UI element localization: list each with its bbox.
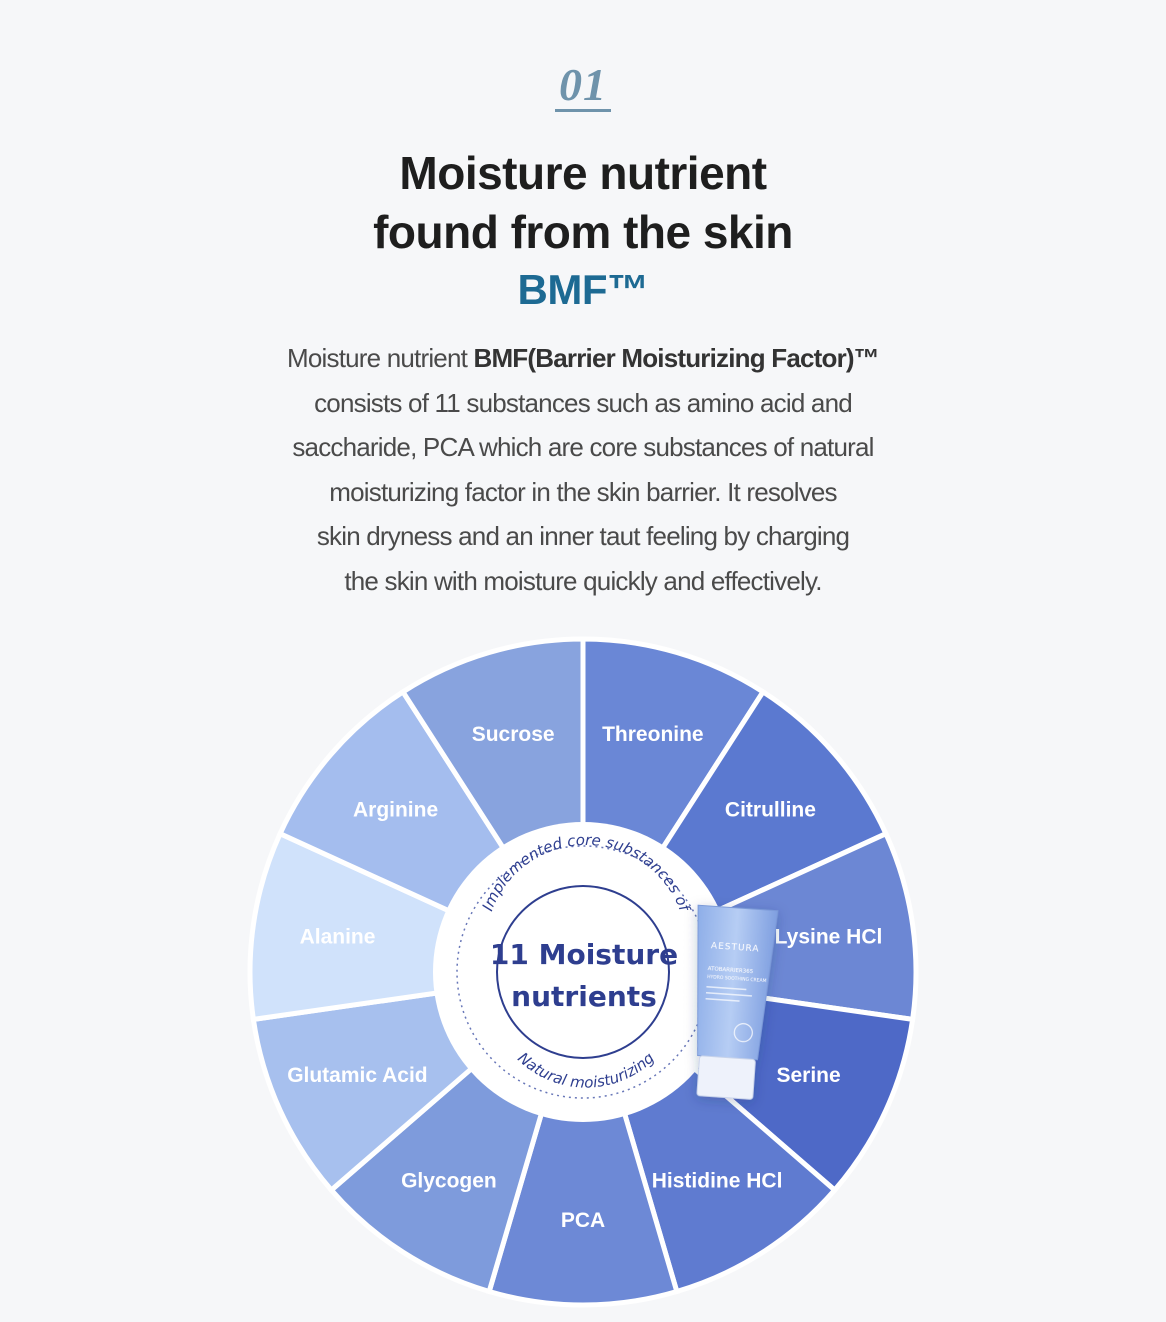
center-title-line-2: nutrients xyxy=(511,980,657,1013)
headline: Moisture nutrient found from the skin xyxy=(0,144,1166,262)
wheel-segment-pca xyxy=(486,963,680,1308)
section-number-text: 01 xyxy=(555,62,611,112)
description-prefix: Moisture nutrient xyxy=(287,343,474,373)
tube-body xyxy=(697,904,779,1061)
wheel-label-glycogen: Glycogen xyxy=(401,1170,497,1193)
product-tube-image: AESTURA ATOBARRIER365 HYDRO SOOTHING CRE… xyxy=(696,904,779,1100)
section-number: 01 xyxy=(0,58,1166,112)
wheel-label-arginine: Arginine xyxy=(353,799,438,822)
center-ring-inner xyxy=(496,885,670,1059)
tube-cap xyxy=(696,1055,756,1100)
wheel-label-pca: PCA xyxy=(561,1209,605,1232)
tube-label-line xyxy=(705,991,752,997)
description-line-6: the skin with moisture quickly and effec… xyxy=(344,565,822,596)
description-line-2: consists of 11 substances such as amino … xyxy=(314,387,853,418)
description-line-3: saccharide, PCA which are core substance… xyxy=(292,432,874,462)
tube-brand-text: AESTURA xyxy=(711,941,760,954)
description-line-5: skin dryness and an inner taut feeling b… xyxy=(316,521,850,551)
description-line-1: Moisture nutrient BMF(Barrier Moisturizi… xyxy=(200,336,966,381)
wheel-label-serine: Serine xyxy=(776,1064,840,1087)
headline-line-1: Moisture nutrient xyxy=(399,147,767,199)
wheel-label-citrulline: Citrulline xyxy=(725,799,816,822)
tube-label-line xyxy=(705,997,740,1002)
wheel-label-histidine-hcl: Histidine HCl xyxy=(652,1170,783,1193)
description: Moisture nutrient BMF(Barrier Moisturizi… xyxy=(200,336,966,603)
center-badge: Implemented core substances of 11 Moistu… xyxy=(433,822,733,1122)
tube-type-text: HYDRO SOOTHING CREAM xyxy=(707,974,767,984)
wheel-label-sucrose: Sucrose xyxy=(472,723,555,746)
tube-label-line xyxy=(706,985,747,991)
tube-name-text: ATOBARRIER365 xyxy=(707,966,753,975)
wheel-label-threonine: Threonine xyxy=(602,723,704,746)
wheel-label-lysine-hcl: Lysine HCl xyxy=(775,926,883,949)
wheel-label-glutamic-acid: Glutamic Acid xyxy=(287,1064,427,1087)
center-disc xyxy=(433,822,733,1122)
brand-name: BMF™ xyxy=(517,266,649,313)
tube-emblem xyxy=(733,1023,753,1043)
center-title-line-1: 11 Moisture xyxy=(490,938,678,971)
wheel-label-alanine: Alanine xyxy=(300,926,376,949)
description-line-4: moisturizing factor in the skin barrier.… xyxy=(329,476,837,507)
headline-line-2: found from the skin xyxy=(373,206,793,258)
description-bold: BMF(Barrier Moisturizing Factor)™ xyxy=(473,343,879,373)
